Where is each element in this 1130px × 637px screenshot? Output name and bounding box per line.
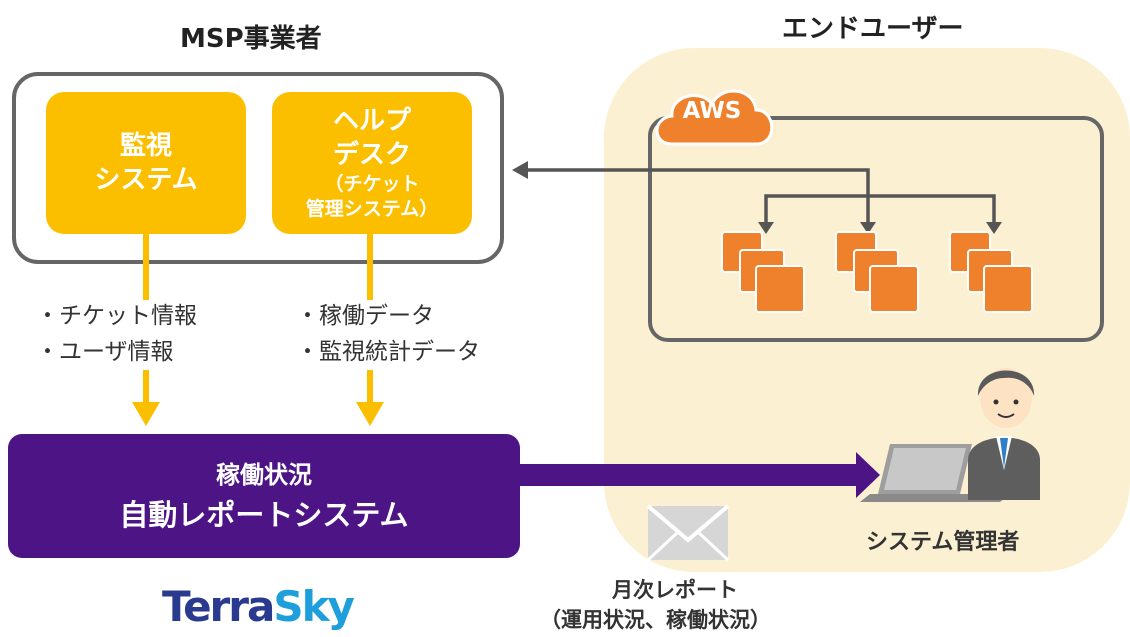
yellow-connector-left bbox=[132, 234, 160, 426]
aws-label: AWS bbox=[682, 98, 742, 124]
helpdesk-box: ヘルプ デスク （チケット 管理システム） bbox=[272, 92, 472, 234]
terrasky-logo: TerraSky bbox=[162, 582, 355, 631]
yellow-connector-right bbox=[356, 234, 384, 426]
monitoring-system-box: 監視 システム bbox=[46, 92, 246, 234]
monitoring-line1: 監視 bbox=[119, 131, 172, 161]
left-data-list: ・チケット情報 ・ユーザ情報 bbox=[36, 298, 197, 370]
system-admin-icon bbox=[968, 368, 1040, 500]
monthly-report-line2: （運用状況、稼働状況） bbox=[540, 608, 771, 632]
logo-part1: Terra bbox=[162, 582, 275, 631]
aws-cloud-icon bbox=[655, 89, 774, 146]
enduser-heading: エンドユーザー bbox=[782, 14, 964, 44]
aws-boundary bbox=[648, 116, 1104, 342]
msp-heading: MSP事業者 bbox=[180, 24, 322, 54]
system-admin-label: システム管理者 bbox=[866, 530, 1020, 555]
ec2-icon bbox=[835, 231, 919, 313]
logo-part2: Sky bbox=[273, 582, 355, 631]
aws-to-msp-arrow bbox=[512, 161, 1002, 234]
report-delivery-arrow bbox=[518, 452, 880, 498]
helpdesk-line1: ヘルプ bbox=[332, 106, 411, 136]
list-item: ・チケット情報 bbox=[36, 303, 197, 329]
ec2-icon bbox=[721, 231, 805, 313]
helpdesk-line2: デスク bbox=[332, 140, 411, 170]
helpdesk-line4: 管理システム） bbox=[305, 198, 439, 220]
report-system-line2: 自動レポートシステム bbox=[119, 498, 409, 532]
list-item: ・監視統計データ bbox=[296, 339, 480, 365]
report-system-box: 稼働状況 自動レポートシステム bbox=[8, 434, 520, 558]
right-data-list: ・稼働データ ・監視統計データ bbox=[296, 298, 480, 370]
monitoring-line2: システム bbox=[94, 165, 198, 195]
monthly-report-line1: 月次レポート bbox=[612, 578, 738, 602]
envelope-icon bbox=[646, 504, 730, 562]
report-system-line1: 稼働状況 bbox=[216, 461, 312, 489]
helpdesk-line3: （チケット bbox=[324, 173, 420, 195]
ec2-icon bbox=[949, 231, 1033, 313]
ec2-instances-icon bbox=[721, 231, 1033, 313]
list-item: ・稼働データ bbox=[296, 303, 434, 329]
list-item: ・ユーザ情報 bbox=[36, 339, 174, 365]
